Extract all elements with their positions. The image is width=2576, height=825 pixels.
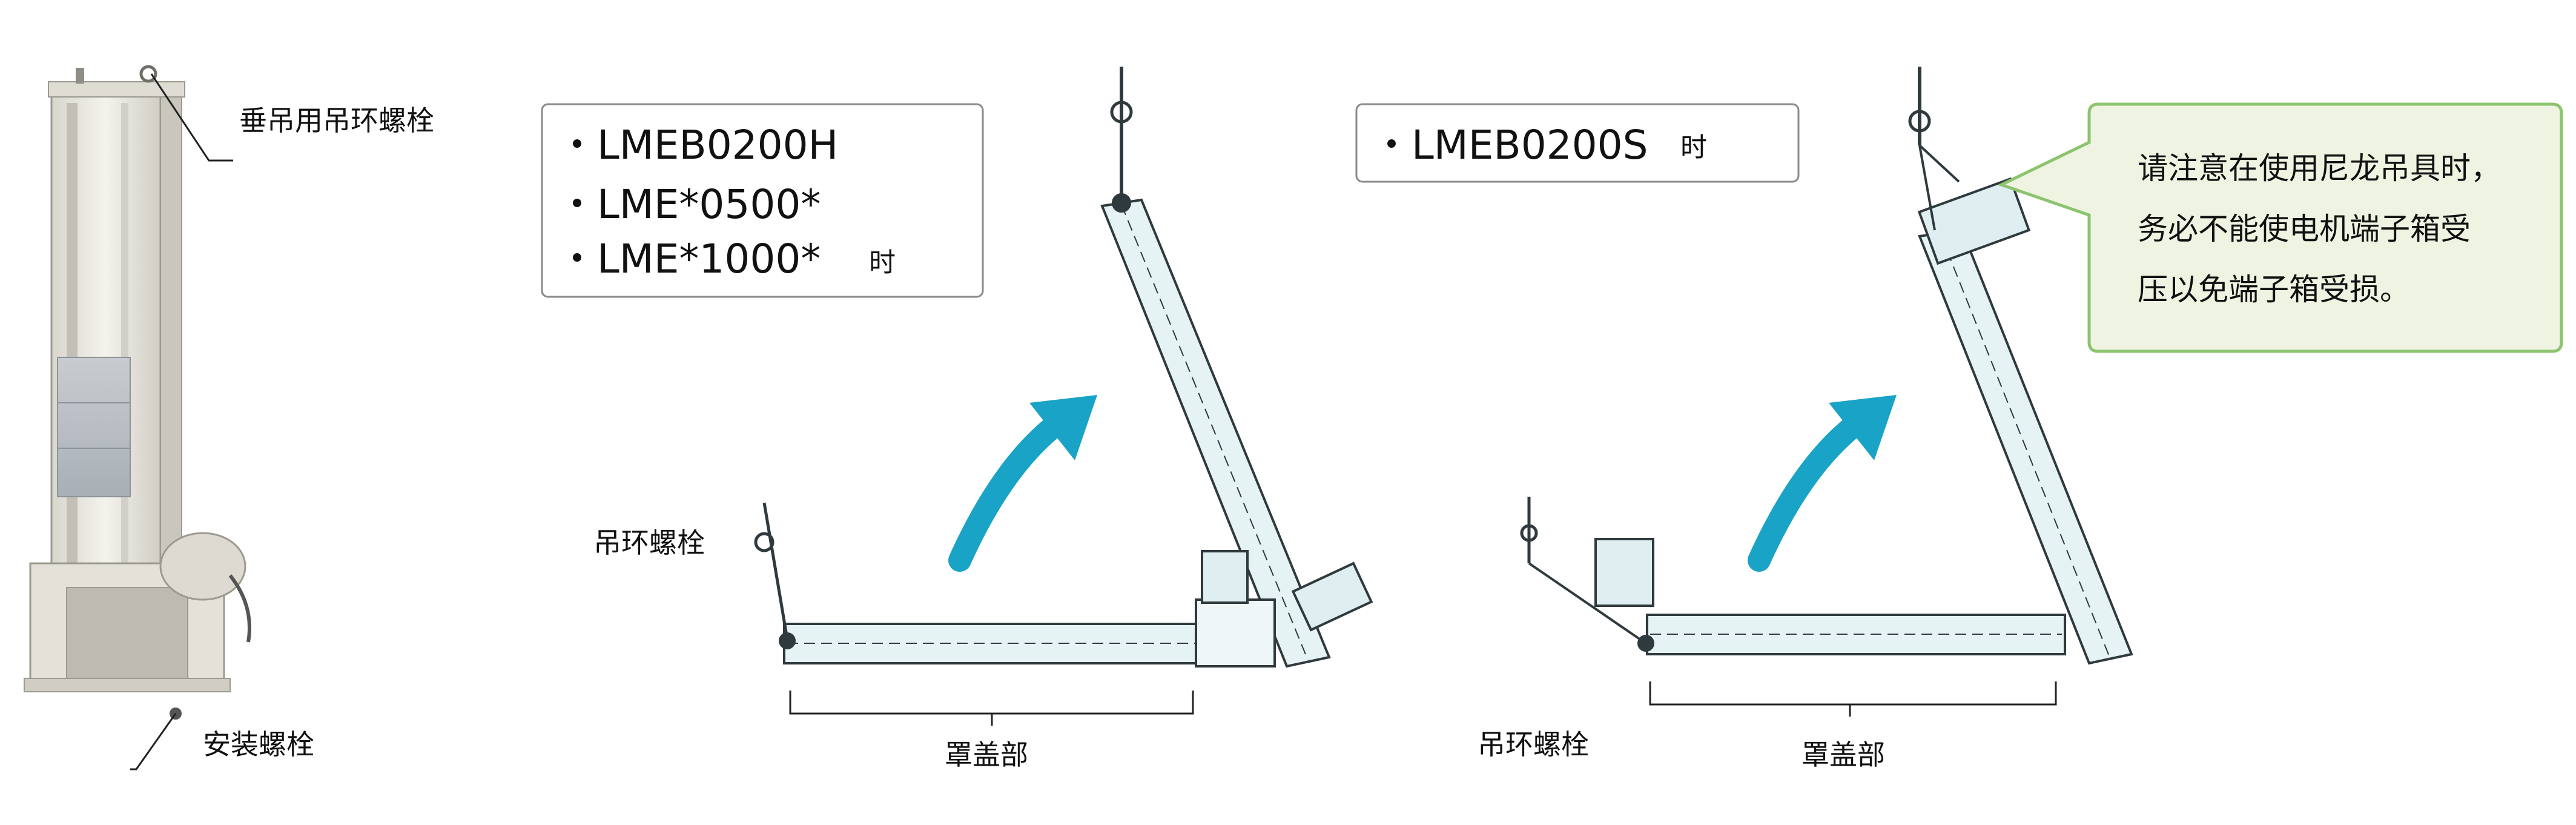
note-line-1: 请注意在使用尼龙吊具时， xyxy=(2138,151,2501,186)
lifting-point-icon xyxy=(1112,193,1131,213)
label-mounting-bolt: 安装螺栓 xyxy=(203,728,314,761)
machine-illustration xyxy=(24,65,251,720)
model-line-2: ・LME*0500* xyxy=(557,181,821,228)
model-box-middle xyxy=(541,103,984,298)
label-cover-right: 罩盖部 xyxy=(1802,738,1885,771)
conveyor-incline-centerline xyxy=(1121,204,1309,661)
rotation-arrow-right xyxy=(1748,413,1868,572)
conveyor-incline-centerline xyxy=(1940,234,2111,660)
model-line-3: ・LME*1000* xyxy=(557,236,821,282)
label-hanging-eyebolt: 垂吊用吊环螺栓 xyxy=(239,104,434,137)
sling-line-2 xyxy=(1918,144,1960,183)
top-stud xyxy=(76,68,84,84)
machine-plate xyxy=(57,357,131,497)
rotation-arrowhead-middle xyxy=(1029,395,1097,460)
conveyor-bend-box xyxy=(1195,598,1276,668)
eyebolt-point-icon xyxy=(779,632,796,649)
label-eyebolt-middle: 吊环螺栓 xyxy=(593,526,705,559)
motor-icon xyxy=(1201,550,1249,604)
label-cover-middle: 罩盖部 xyxy=(945,738,1028,771)
model-suffix-middle: 时 xyxy=(869,247,896,278)
model-line-1: ・LMEB0200H xyxy=(557,122,838,168)
cable-icon xyxy=(228,574,251,643)
eyebolt-point-icon xyxy=(1637,635,1654,652)
cover-bracket-right xyxy=(1649,681,2057,706)
model-line-right: ・LMEB0200S xyxy=(1372,122,1648,168)
eyebolt-icon xyxy=(754,532,774,552)
note-line-3: 压以免端子箱受损。 xyxy=(2138,272,2410,307)
sling-line-3 xyxy=(1528,562,1645,643)
conveyor-right xyxy=(1520,67,2133,665)
eyebolt-icon xyxy=(1520,524,1538,542)
hook-icon xyxy=(1110,101,1133,124)
hook-icon xyxy=(1908,110,1931,133)
conveyor-middle xyxy=(754,67,1373,668)
leader-line-mounting-bolt xyxy=(130,713,177,770)
rotation-arrow-middle xyxy=(948,413,1068,572)
cover-bracket-middle xyxy=(789,691,1194,715)
motor-icon-top xyxy=(1917,177,2031,265)
eyebolt-rope xyxy=(762,502,789,640)
note-line-2: 务必不能使电机端子箱受 xyxy=(2138,211,2471,247)
machine-column-side xyxy=(160,96,182,576)
model-suffix-right: 时 xyxy=(1680,132,1707,163)
machine-base-opening xyxy=(66,587,188,679)
model-box-right xyxy=(1355,103,1800,183)
motor-icon xyxy=(1594,538,1654,607)
motor-icon-2 xyxy=(1291,562,1373,632)
rotation-arrowhead-right xyxy=(1829,395,1897,460)
eyebolt-icon xyxy=(139,65,157,83)
machine-base-foot xyxy=(24,678,231,692)
sling-line xyxy=(1918,145,1936,231)
note-callout xyxy=(1997,102,2563,353)
motor-icon xyxy=(159,532,246,601)
leader-line-hanging-eyebolt xyxy=(150,73,233,162)
label-eyebolt-right: 吊环螺栓 xyxy=(1478,728,1589,761)
